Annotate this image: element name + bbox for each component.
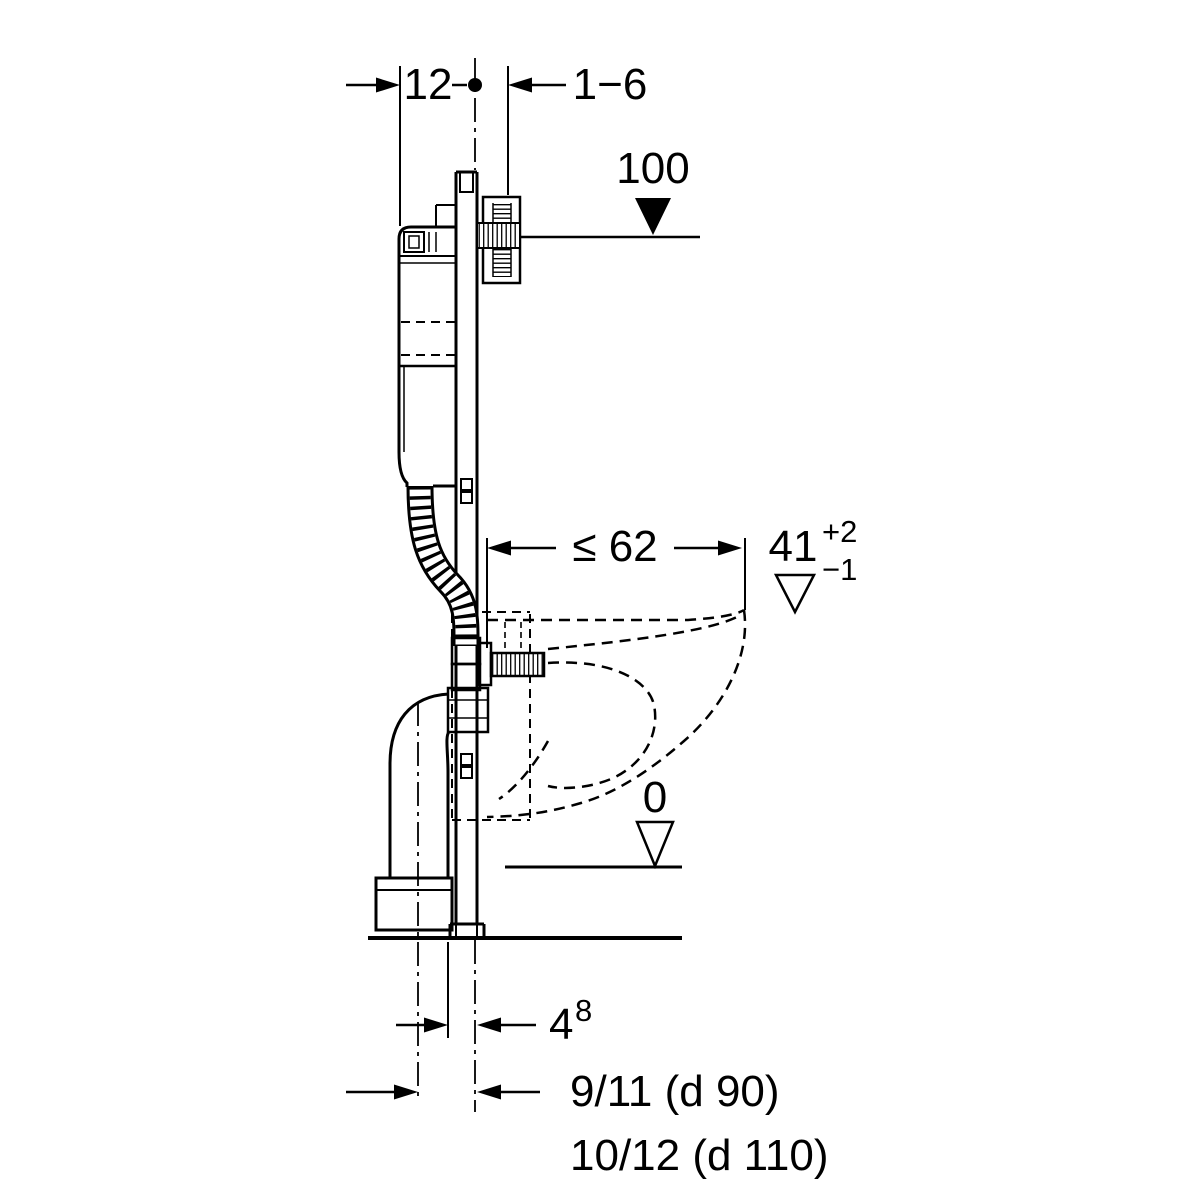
flush-pipe-threads [491,653,544,676]
center-lines [417,58,476,1112]
label-frame-depth: 12 [404,60,453,109]
toilet-bowl-outline [486,608,747,819]
level-triangle-open [773,573,817,615]
drain-fitting [446,686,490,734]
bowl-top [487,608,745,622]
rail-hole [460,766,473,779]
label-bowl-depth: ≤ 62 [572,522,657,571]
rail-top-cap [459,171,474,193]
dimension-bowl-depth: ≤ 62 [486,522,746,648]
dimension-drain-d110: 10/12 (d 110) [570,1131,828,1180]
drain-elbow-outer [388,692,450,878]
level-marker-seat-height: 41 +2 −1 [769,514,857,615]
level-triangle-filled [635,198,671,235]
bend-coupling [450,662,482,692]
level-triangle-open [635,820,675,870]
frame-rail [448,170,486,937]
dimension-wall-clearance: 1−6 [507,60,648,195]
drain-pipe [374,686,490,932]
label-wall-clearance: 1−6 [573,60,648,109]
label-level-top: 100 [616,144,689,193]
label-seat-height: 41 [769,522,818,571]
dimension-pipe-offset: 4 8 [396,942,592,1049]
wall-bracket [476,195,522,285]
fill-valve [403,231,425,253]
label-pipe-offset-sup: 8 [575,993,592,1028]
label-level-floor: 0 [643,773,667,822]
dimension-drain-d90: 9/11 (d 90) [346,1067,780,1116]
dimension-frame-depth: 12 [346,60,482,226]
cistern [397,204,456,488]
rail-hole [460,753,473,766]
rail-hole [460,478,473,491]
level-marker-top: 100 [520,144,700,239]
label-seat-height-minus: −1 [822,552,857,587]
chain-dot [468,78,482,92]
threaded-rod [477,223,520,248]
flush-connection [450,636,546,692]
rail-hole [460,491,473,504]
label-pipe-offset: 4 [549,1000,573,1049]
level-marker-floor: 0 [505,773,682,870]
label-drain-d110: 10/12 (d 110) [570,1131,828,1180]
rail-foot [448,922,486,937]
flush-bend-pipe [406,485,480,647]
drain-socket [374,876,454,932]
bowl-front [486,609,747,819]
label-seat-height-plus: +2 [822,514,857,549]
bowl-rim-inner [547,613,742,651]
label-drain-d90: 9/11 (d 90) [570,1067,780,1116]
bowl-outlet [498,740,550,801]
bowl-inner [547,661,657,790]
drain-elbow-inner [445,730,451,878]
